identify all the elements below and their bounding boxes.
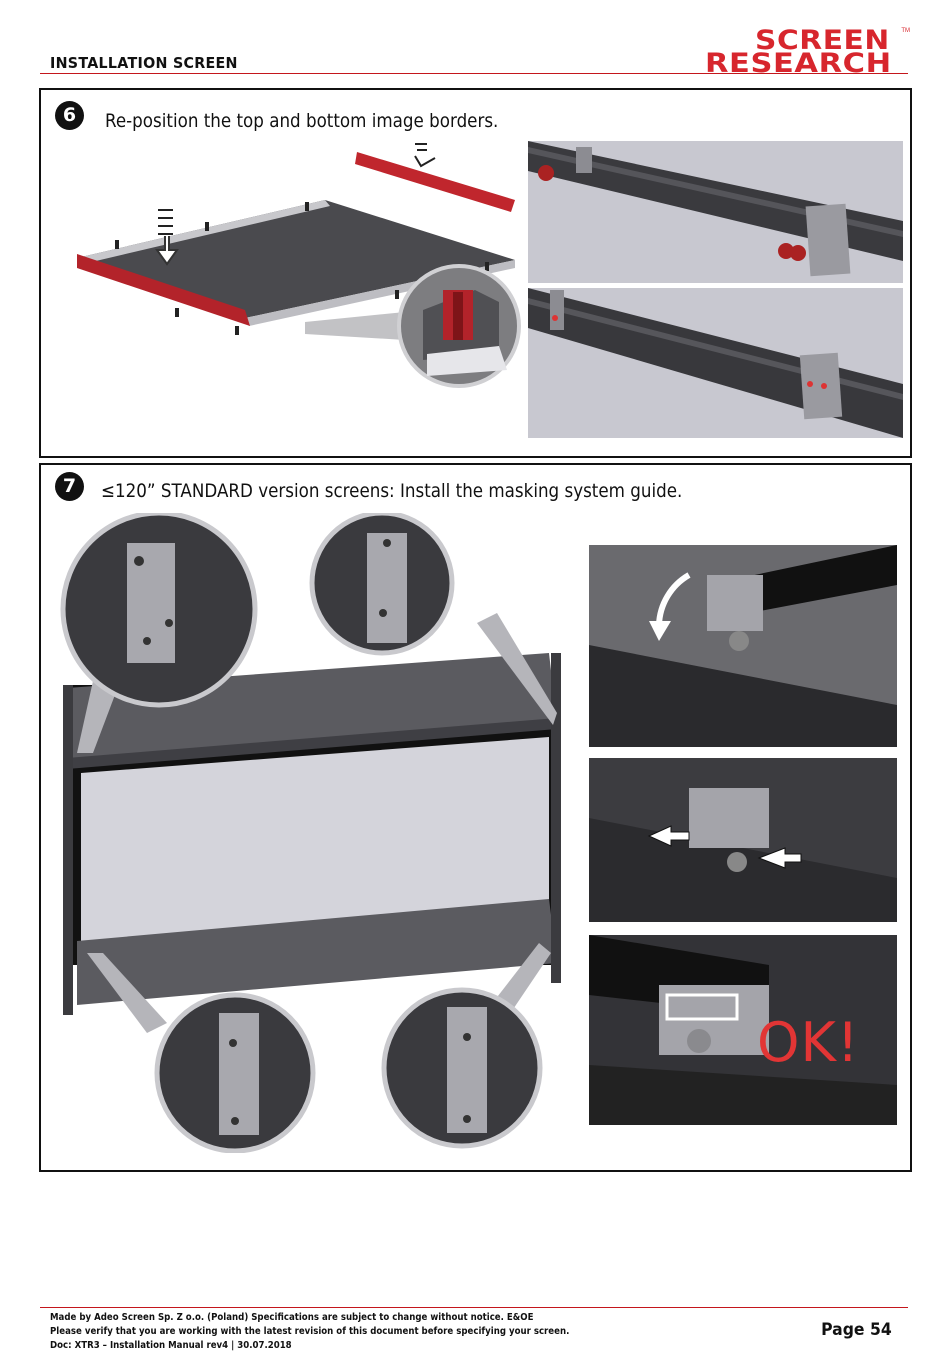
masking-guide-illustration: [57, 513, 567, 1153]
guide-slide-photo: [589, 758, 897, 922]
logo-line-1: SCREEN: [755, 25, 890, 56]
border-detail-photo-bottom: [528, 288, 903, 438]
step-7-badge: 7: [55, 472, 84, 501]
border-detail-photo-top: [528, 141, 903, 283]
step-6-badge: 6: [55, 101, 84, 130]
guide-installed-photo: OK!: [589, 935, 897, 1125]
frame-border-illustration: [55, 140, 525, 440]
footer-verify-notice: Please verify that you are working with …: [50, 1326, 570, 1337]
footer-rule: [40, 1307, 908, 1308]
step-6-instruction: Re-position the top and bottom image bor…: [105, 110, 499, 132]
logo-trademark: TM: [901, 28, 910, 34]
step-7-panel: 7 ≤120” STANDARD version screens: Instal…: [39, 463, 912, 1172]
ok-label: OK!: [757, 1011, 860, 1074]
step-6-panel: 6 Re-position the top and bottom image b…: [39, 88, 912, 458]
screen-research-logo: SCREEN RESEARCH TM: [702, 25, 912, 79]
header-title: INSTALLATION SCREEN: [50, 54, 238, 72]
footer-disclaimer: Made by Adeo Screen Sp. Z o.o. (Poland) …: [50, 1312, 534, 1323]
footer-doc-info: Doc: XTR3 – Installation Manual rev4 | 3…: [50, 1340, 292, 1351]
logo-line-2: RESEARCH: [705, 48, 892, 79]
step-7-instruction: ≤120” STANDARD version screens: Install …: [101, 480, 683, 502]
guide-rotate-photo: [589, 545, 897, 747]
page-number: Page 54: [821, 1320, 892, 1340]
header-rule: [40, 73, 908, 74]
